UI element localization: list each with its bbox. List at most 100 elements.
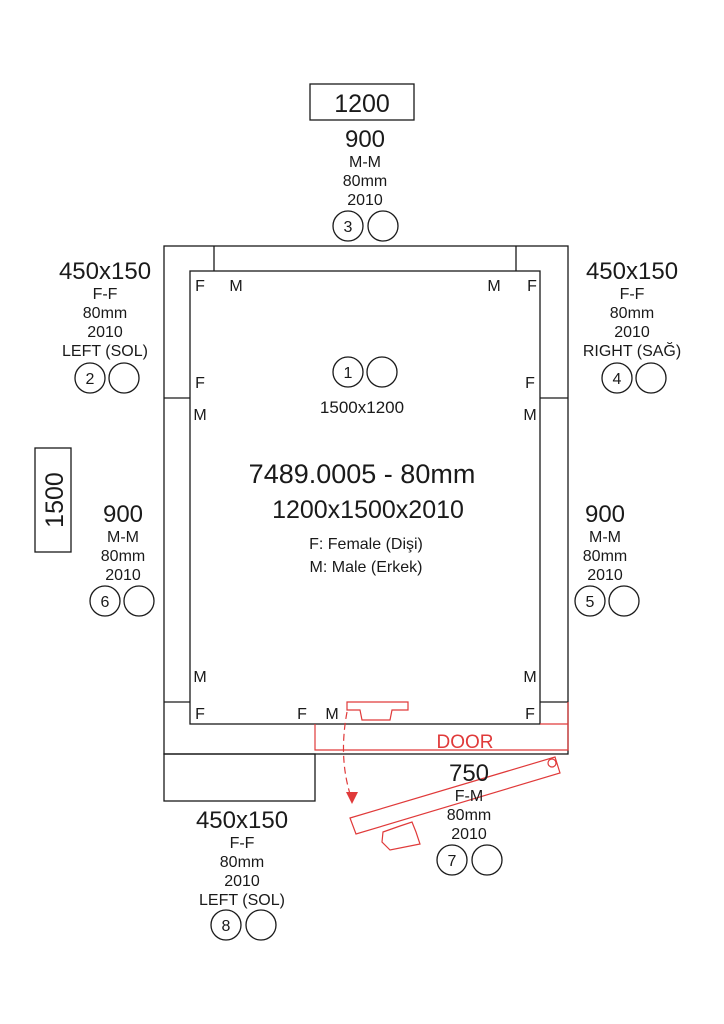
panel-type: F-M [455, 788, 483, 805]
panel-height: 2010 [451, 826, 487, 843]
female-mark: F [195, 375, 205, 392]
panel-height: 2010 [105, 567, 141, 584]
panel-size: 900 [345, 126, 385, 153]
male-mark: M [229, 278, 242, 295]
female-mark: F [525, 375, 535, 392]
panel-empty-circle [471, 844, 503, 876]
panel-number-circle [574, 585, 606, 617]
panel-2-callout: 450x150 F-F 80mm 2010 LEFT (SOL) 2 [59, 258, 151, 394]
panel-number-circle [436, 844, 468, 876]
door-hinge [547, 758, 557, 768]
panel-number-circle [210, 909, 242, 941]
dimension-left: 1500 [34, 447, 72, 553]
door-handle-open [381, 821, 421, 851]
panel-size: 900 [103, 501, 143, 528]
panel-type: F-F [93, 286, 118, 303]
panel-1-callout: 1 1500x1200 [320, 356, 404, 417]
male-mark: M [193, 669, 206, 686]
panel-4-callout: 450x150 F-F 80mm 2010 RIGHT (SAĞ) 4 [583, 258, 681, 394]
panel-type: M-M [107, 529, 139, 546]
panel-type: F-F [230, 835, 255, 852]
panel-size: 450x150 [586, 258, 678, 285]
dimension-top-value: 1200 [334, 90, 390, 118]
panel-height: 2010 [224, 873, 260, 890]
panel-height: 2010 [87, 324, 123, 341]
panel-empty-circle [366, 356, 398, 388]
female-mark: F [297, 706, 307, 723]
dimension-top-box [309, 83, 415, 121]
panel-thickness: 80mm [610, 305, 654, 322]
front-panel-block [163, 753, 316, 802]
panel-empty-circle [245, 909, 277, 941]
outer-wall-outline [163, 245, 569, 755]
panel-height: 2010 [347, 192, 383, 209]
panel-type: M-M [349, 154, 381, 171]
legend-male-key: M: [310, 559, 328, 576]
walls [163, 245, 569, 802]
connection-marks: F M M F F M F M M F M F F M [193, 278, 537, 723]
dimension-left-value: 1500 [41, 472, 69, 528]
panel-number: 6 [101, 594, 110, 611]
male-mark: M [523, 669, 536, 686]
male-mark: M [523, 407, 536, 424]
male-mark: M [487, 278, 500, 295]
panel-number-circle [74, 362, 106, 394]
panel-empty-circle [108, 362, 140, 394]
panel-number-circle [89, 585, 121, 617]
door-handle-closed [346, 701, 409, 721]
panel-8-callout: 450x150 F-F 80mm 2010 LEFT (SOL) 8 [196, 807, 288, 941]
room-size: 1200x1500x2010 [272, 496, 464, 524]
panel-number-circle [332, 356, 364, 388]
panel-number-circle [332, 210, 364, 242]
panel-empty-circle [123, 585, 155, 617]
panel-thickness: 80mm [220, 854, 264, 871]
door-assembly: DOOR [314, 701, 569, 851]
legend-female-key: F: [309, 536, 323, 553]
dimension-left-box [34, 447, 72, 553]
panel-number: 4 [613, 371, 622, 388]
female-mark: F [525, 706, 535, 723]
dimension-top: 1200 [309, 83, 415, 121]
panel-7-callout: 750 F-M 80mm 2010 7 [436, 760, 503, 876]
panel-number: 5 [586, 594, 595, 611]
panel-size: 450x150 [196, 807, 288, 834]
center-info: 7489.0005 - 80mm 1200x1500x2010 F: Femal… [249, 459, 476, 576]
panel-side: RIGHT (SAĞ) [583, 341, 681, 360]
panel-size: 450x150 [59, 258, 151, 285]
panel-number-circle [601, 362, 633, 394]
panel-type: F-F [620, 286, 645, 303]
panel-thickness: 80mm [83, 305, 127, 322]
panel-6-callout: 900 M-M 80mm 2010 6 [89, 501, 155, 617]
male-mark: M [325, 706, 338, 723]
legend-male: M: Male (Erkek) [310, 559, 423, 576]
legend-female-text: Female (Dişi) [328, 536, 423, 553]
panel-thickness: 80mm [447, 807, 491, 824]
panel-thickness: 80mm [343, 173, 387, 190]
panel-height: 2010 [587, 567, 623, 584]
panel-empty-circle [635, 362, 667, 394]
panel-size: 1500x1200 [320, 398, 404, 417]
panel-height: 2010 [614, 324, 650, 341]
female-mark: F [195, 706, 205, 723]
panel-empty-circle [367, 210, 399, 242]
panel-number: 1 [344, 365, 353, 382]
panel-size: 900 [585, 501, 625, 528]
legend-female: F: Female (Dişi) [309, 536, 423, 553]
door-swing-arc [342, 711, 353, 801]
panel-side: LEFT (SOL) [62, 343, 148, 360]
door-frame [314, 702, 569, 751]
male-mark: M [193, 407, 206, 424]
door-label: DOOR [437, 732, 494, 753]
door-swing-arrow [346, 792, 358, 804]
panel-type: M-M [589, 529, 621, 546]
panel-number: 8 [222, 918, 231, 935]
panel-5-callout: 900 M-M 80mm 2010 5 [574, 501, 640, 617]
female-mark: F [195, 278, 205, 295]
inner-wall-outline [189, 270, 541, 725]
panel-size: 750 [449, 760, 489, 787]
female-mark: F [527, 278, 537, 295]
panel-number: 3 [344, 219, 353, 236]
panel-thickness: 80mm [101, 548, 145, 565]
